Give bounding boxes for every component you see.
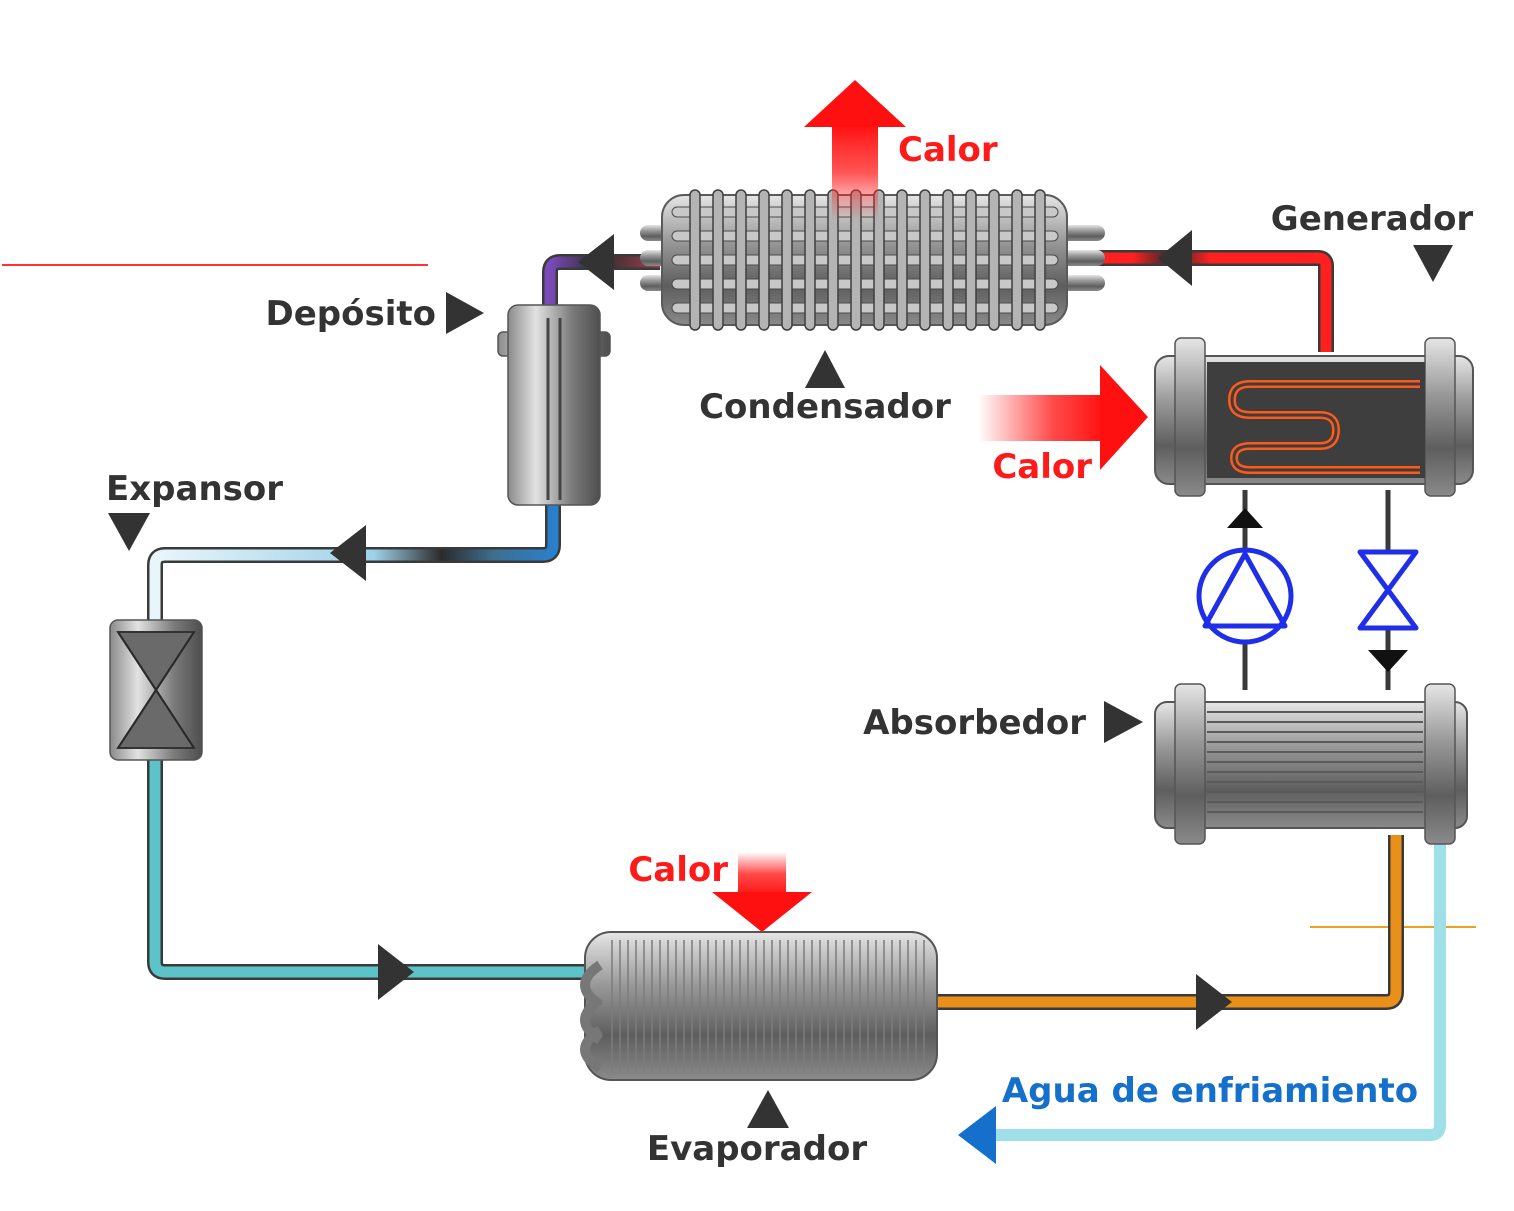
label-calor-generador: Calor [992, 447, 1092, 487]
label-deposito: Depósito [266, 294, 436, 334]
valve-icon [1357, 549, 1419, 631]
expansion-valve [109, 619, 203, 761]
heat-arrow-right-icon [978, 365, 1148, 470]
label-agua-de-enfriamiento: Agua de enfriamiento [1002, 1071, 1418, 1111]
label-calor-condensador: Calor [898, 130, 998, 170]
pump-icon [1196, 547, 1294, 645]
label-generador: Generador [1271, 199, 1474, 239]
flow-arrow-icon [1158, 230, 1192, 286]
pointer-expansor-icon [108, 513, 150, 551]
label-condensador: Condensador [699, 387, 951, 427]
pointer-evaporador-icon [747, 1090, 789, 1128]
label-evaporador: Evaporador [647, 1129, 867, 1169]
label-calor-evaporador: Calor [628, 850, 728, 890]
label-expansor: Expansor [106, 469, 283, 509]
pipe-cooling-water [990, 840, 1446, 1141]
absorber [1154, 683, 1468, 845]
flow-arrow-icon [378, 944, 414, 1000]
pointer-generador-icon [1413, 245, 1453, 282]
heat-arrow-up-icon [804, 80, 906, 220]
flow-arrow-icon [1196, 974, 1232, 1030]
pointer-condensador-icon [805, 350, 845, 388]
pipe-expansor-to-evaporator [147, 758, 585, 980]
condenser [640, 189, 1105, 331]
flow-arrow-icon [1368, 650, 1408, 672]
cooling-water-arrow-icon [958, 1106, 996, 1164]
heat-arrow-down-icon [712, 852, 812, 932]
pointer-deposito-icon [446, 292, 484, 334]
flow-arrow-icon [578, 234, 614, 290]
flow-arrow-icon [1227, 508, 1263, 528]
label-absorbedor: Absorbedor [863, 703, 1086, 743]
evaporator [580, 931, 938, 1081]
generator [1154, 337, 1474, 497]
pipe-evaporator-to-absorber [935, 835, 1404, 1010]
pointer-absorbedor-icon [1104, 701, 1143, 743]
flow-arrow-icon [330, 525, 366, 581]
deposit-tank [497, 304, 611, 506]
